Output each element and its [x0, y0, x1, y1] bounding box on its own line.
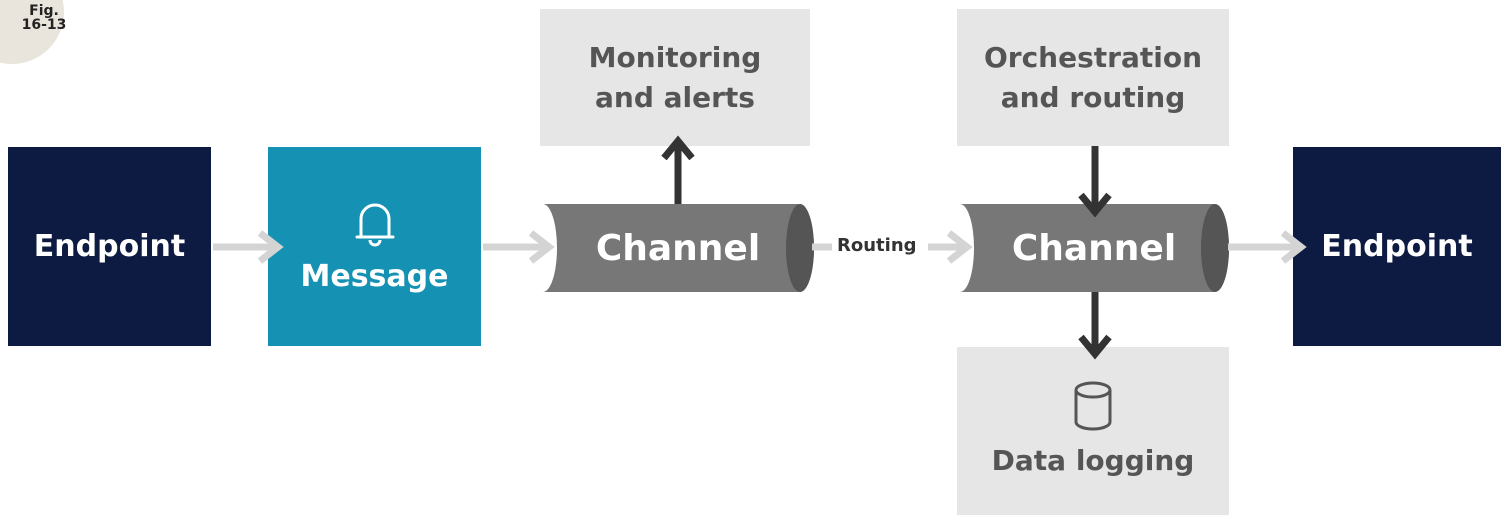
endpoint-left: Endpoint	[8, 147, 211, 346]
arrow-orchestration-to-channel	[1078, 146, 1112, 218]
endpoint-right-label: Endpoint	[1321, 229, 1473, 264]
endpoint-right: Endpoint	[1293, 147, 1501, 346]
arrow-message-to-channel	[483, 230, 555, 264]
arrow-endpoint-to-message	[213, 230, 284, 264]
channel-1-label: Channel	[595, 227, 761, 269]
data-logging-box: Data logging	[957, 347, 1229, 515]
arrow-routing-to-channel	[928, 230, 973, 264]
monitoring-label-line1: Monitoring	[588, 40, 762, 74]
figure-label-line1: Fig.	[29, 3, 59, 19]
message-box: Message	[268, 147, 481, 346]
figure-label-line2: 16-13	[21, 17, 67, 33]
endpoint-left-label: Endpoint	[33, 229, 186, 264]
channel-1-pipe	[528, 203, 814, 293]
message-label: Message	[300, 259, 449, 294]
orchestration-label-line1: Orchestration	[983, 40, 1203, 74]
figure-label: Fig. 16-13	[14, 4, 74, 32]
arrow-channel-to-endpoint	[1228, 230, 1307, 264]
monitoring-label-line2: and alerts	[595, 80, 755, 114]
channel-2-pipe	[945, 203, 1229, 293]
orchestration-box: Orchestration and routing	[957, 9, 1229, 146]
arrow-channel-to-monitoring	[661, 135, 695, 204]
database-icon	[1074, 381, 1112, 431]
data-logging-label: Data logging	[991, 444, 1195, 477]
channel-2-label: Channel	[1011, 227, 1177, 269]
monitoring-box: Monitoring and alerts	[540, 9, 810, 146]
arrow-channel-to-logging	[1078, 292, 1112, 360]
routing-label: Routing	[837, 235, 917, 256]
bell-icon	[355, 203, 394, 247]
orchestration-label-line2: and routing	[1000, 80, 1186, 114]
